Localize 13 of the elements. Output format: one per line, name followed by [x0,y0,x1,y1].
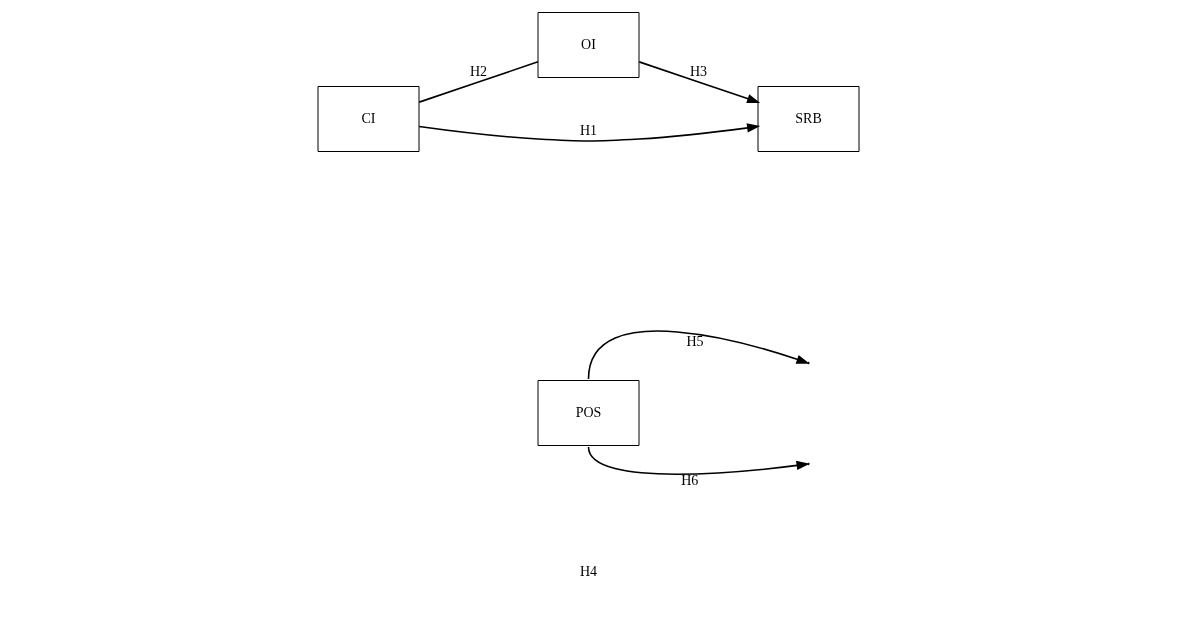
edge-label: H6 [681,473,699,488]
edge-label: H5 [686,334,704,350]
edge-label: H3 [689,64,708,80]
arrow [638,61,761,104]
edge-label: H1 [579,123,598,139]
node-box: OI [537,12,640,78]
arrow [418,123,761,142]
node-box: CI [317,86,420,152]
edge-label: H2 [469,64,488,80]
node-box: POS [537,380,640,446]
connector [418,61,539,103]
node-box: SRB [757,86,860,152]
label: H4 [579,563,598,579]
